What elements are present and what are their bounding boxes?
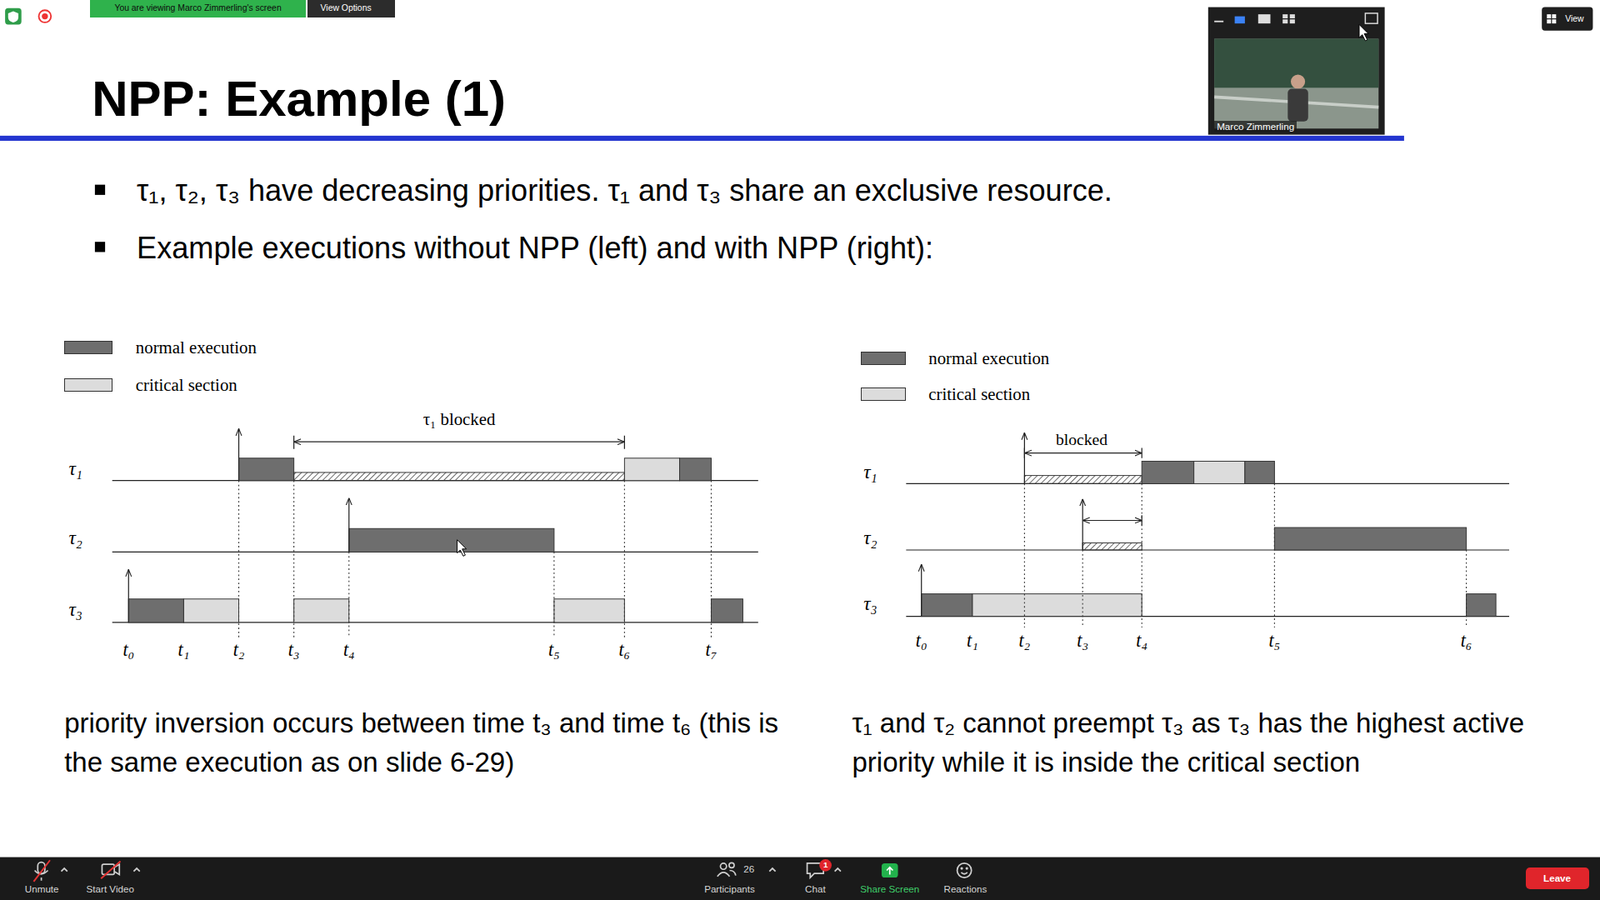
diagram-caption: priority inversion occurs between time t… bbox=[64, 704, 779, 783]
toolbar-label: Unmute bbox=[25, 883, 60, 895]
toolbar-label: Reactions bbox=[944, 883, 988, 895]
legend-text: normal execution bbox=[135, 338, 257, 359]
legend-text: critical section bbox=[135, 375, 238, 396]
view-options-button: View Options bbox=[307, 0, 395, 18]
time-mark: t₆ bbox=[1460, 630, 1473, 651]
node-text: View Options bbox=[320, 3, 372, 14]
time-mark: t₀ bbox=[122, 639, 135, 660]
node-text: View bbox=[1565, 14, 1584, 25]
task-name: τ₁ bbox=[68, 457, 82, 480]
toolbar-label: Chat bbox=[805, 883, 826, 895]
toolbar-label: Share Screen bbox=[860, 883, 920, 895]
task-name: τ₁ bbox=[863, 460, 877, 483]
time-mark: t₁ bbox=[178, 639, 190, 660]
legend-swatch bbox=[64, 378, 113, 392]
node-text: You are viewing Marco Zimmerling's scree… bbox=[114, 3, 281, 14]
time-mark: t₁ bbox=[966, 630, 979, 651]
participant-count: 26 bbox=[743, 864, 755, 875]
time-mark: t₂ bbox=[1018, 630, 1030, 651]
legend-swatch bbox=[860, 351, 906, 365]
time-mark: t₃ bbox=[1076, 630, 1089, 651]
node-text: Leave bbox=[1543, 872, 1571, 884]
screen-share-banner: You are viewing Marco Zimmerling's scree… bbox=[90, 0, 307, 18]
node-text: Marco Zimmerling bbox=[1214, 120, 1297, 132]
legend-text: normal execution bbox=[928, 349, 1050, 370]
toolbar-label: Start Video bbox=[86, 883, 135, 895]
time-mark: t₄ bbox=[343, 639, 355, 660]
task-name: τ₃ bbox=[68, 598, 82, 621]
time-mark: t₃ bbox=[288, 639, 300, 660]
time-mark: t₄ bbox=[1135, 630, 1148, 651]
bullet-text: Example executions without NPP (left) an… bbox=[136, 230, 934, 266]
task-name: τ₂ bbox=[68, 526, 82, 550]
blocked-label: τ₁ blocked bbox=[423, 410, 496, 431]
bullet-text: τ₁, τ₂, τ₃ have decreasing priorities. τ… bbox=[136, 173, 1113, 209]
task-name: τ₃ bbox=[863, 591, 877, 615]
legend-swatch bbox=[860, 387, 906, 401]
video-thumbnail: Marco Zimmerling bbox=[1208, 7, 1385, 135]
time-mark: t₀ bbox=[915, 630, 928, 651]
time-mark: t₆ bbox=[618, 639, 630, 660]
task-name: τ₂ bbox=[863, 526, 877, 550]
view-button: View bbox=[1541, 7, 1593, 31]
time-mark: t₅ bbox=[548, 639, 560, 660]
legend-swatch bbox=[64, 340, 113, 355]
time-mark: t₇ bbox=[705, 639, 718, 660]
time-mark: t₂ bbox=[233, 639, 245, 660]
leave-button: Leave bbox=[1525, 867, 1590, 890]
blocked-label: blocked bbox=[1055, 430, 1108, 450]
slide-title: NPP: Example (1) bbox=[91, 69, 506, 127]
time-mark: t₅ bbox=[1268, 630, 1280, 651]
toolbar-label: Participants bbox=[704, 883, 755, 895]
legend-text: critical section bbox=[928, 385, 1030, 405]
chat-badge: 1 bbox=[823, 860, 828, 870]
diagram-caption: τ₁ and τ₂ cannot preempt τ₃ as τ₃ has th… bbox=[851, 704, 1556, 783]
